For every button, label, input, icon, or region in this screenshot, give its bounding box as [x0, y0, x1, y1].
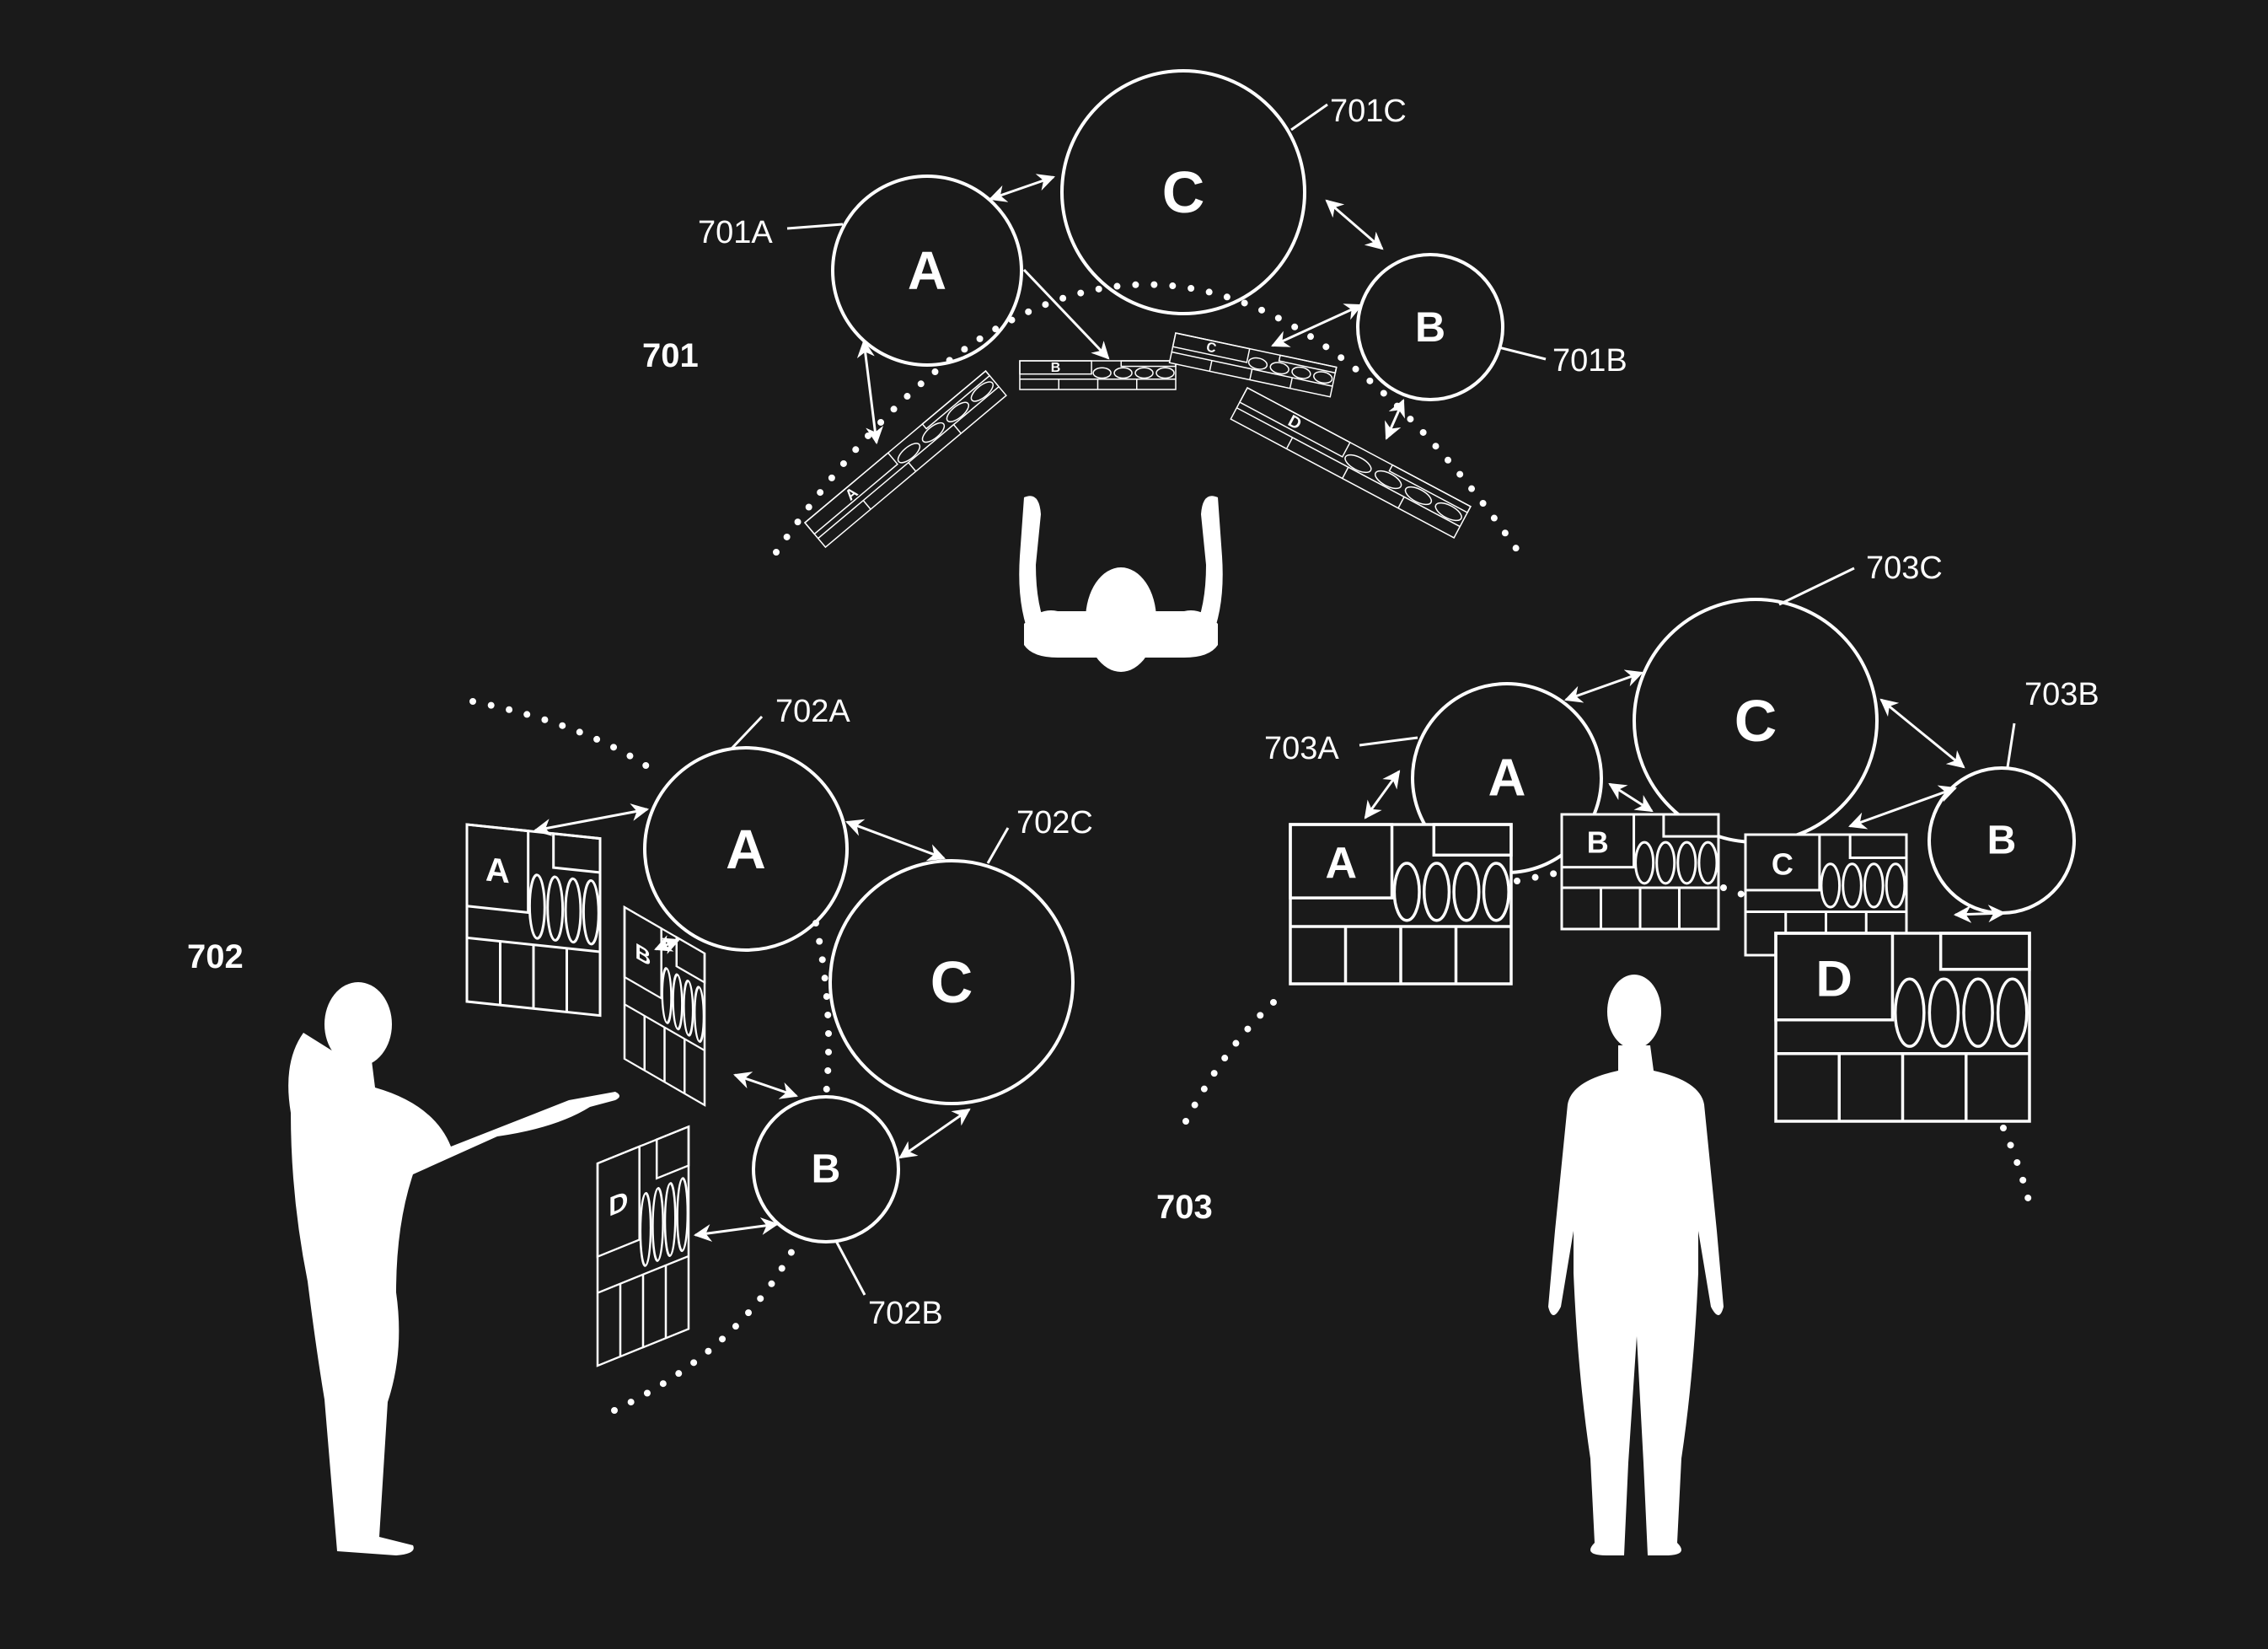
circle-letter-a: A [908, 240, 946, 301]
ref-703a: 703A [1264, 731, 1339, 766]
ref-701c: 701C [1330, 94, 1407, 129]
panel-letter: B [1587, 825, 1609, 860]
ref-703c: 703C [1866, 551, 1943, 586]
dotted-arc [2000, 1125, 2035, 1218]
dotted-arc [1720, 884, 1748, 899]
circle-letter-b: B [1415, 303, 1445, 351]
dotted-arc [773, 281, 1522, 556]
ui-panel-a: A [1289, 823, 1513, 986]
panel-letter: D [609, 1185, 628, 1223]
ref-701b: 701B [1552, 343, 1627, 379]
circle-701a [831, 175, 1023, 367]
figure-label-703: 703 [1156, 1189, 1213, 1226]
circle-letter-b: B [1987, 819, 2017, 863]
ui-panel-d: D [596, 1125, 690, 1367]
ref-703b: 703B [2024, 677, 2099, 712]
circle-letter-c: C [1735, 688, 1777, 754]
panel-letter: D [1816, 951, 1852, 1007]
ui-panel-a: A [803, 369, 1007, 549]
dotted-arc [812, 920, 833, 1099]
figure-702: 702 A B D A C B 702A 702C 702B [187, 694, 1093, 1555]
ref-701a: 701A [698, 215, 773, 250]
leaders-702 [729, 715, 1010, 1296]
leaders-703 [1359, 567, 2016, 768]
person-front-view [1548, 975, 1724, 1555]
circle-letter-a: A [726, 818, 766, 880]
panel-letter: C [1205, 340, 1218, 356]
leaders-701 [786, 103, 1547, 361]
circle-701c [1060, 69, 1306, 315]
ref-702c: 702C [1016, 805, 1093, 841]
ui-panel-d: D [1774, 932, 2031, 1123]
panel-letter: C [1772, 846, 1793, 881]
circle-letter-c: C [1162, 159, 1205, 225]
circle-702c [828, 859, 1075, 1105]
person-top-view [1019, 496, 1223, 672]
dotted-arc [1514, 869, 1563, 884]
ui-panel-d: D [1230, 386, 1472, 539]
figure-label-701: 701 [642, 337, 699, 374]
ui-panel-b: B [1019, 360, 1177, 390]
panel-letter: B [1051, 361, 1061, 375]
panel-group-703: A B C D [1289, 813, 2031, 1123]
panel-letter: A [1325, 839, 1357, 888]
ref-702a: 702A [775, 694, 850, 729]
person-side-pointing [288, 982, 619, 1555]
ui-panel-c: C [1168, 332, 1338, 398]
circle-702b [752, 1095, 900, 1243]
dotted-arc [1182, 987, 1290, 1125]
panel-letter: B [635, 938, 651, 972]
dotted-arc [611, 1241, 799, 1414]
panel-letter: A [485, 851, 510, 890]
circle-letter-b: B [812, 1147, 841, 1192]
ui-panel-a: A [465, 823, 602, 1018]
circle-letter-c: C [930, 949, 973, 1015]
ref-702b: 702B [868, 1296, 943, 1331]
arrows-703 [1364, 669, 2007, 923]
arrows-702 [533, 803, 971, 1242]
panel-group-702: A B D [465, 823, 706, 1367]
circle-letter-a: A [1488, 749, 1526, 808]
panel-group-701: A B C D [803, 332, 1472, 549]
arrows-701 [856, 174, 1405, 445]
figure-701: 701 A B C D A C B 701A 701C 701B [642, 69, 1627, 672]
figure-label-702: 702 [187, 938, 244, 975]
dotted-arc [469, 698, 662, 777]
ui-panel-b: B [1560, 813, 1720, 931]
figure-703: 703 A B C D A C B 703A 703C 703B [1156, 551, 2099, 1555]
ui-panel-b: B [623, 905, 706, 1107]
